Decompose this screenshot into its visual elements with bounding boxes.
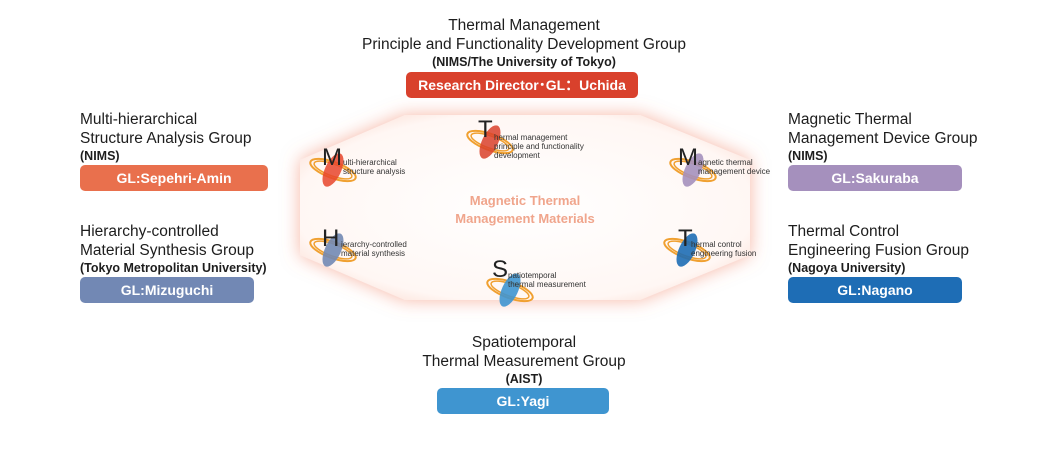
- group-thermal-control: Thermal Control Engineering Fusion Group…: [788, 222, 1018, 276]
- module-t1-text: hermal management principle and function…: [494, 133, 604, 160]
- group-title-line2: Engineering Fusion Group: [788, 242, 969, 259]
- group-title-line2: Thermal Measurement Group: [422, 353, 626, 370]
- hub-label: Magnetic Thermal Management Materials: [395, 192, 655, 228]
- module-h1-letter: H: [322, 225, 340, 252]
- group-title-line1: Thermal Control: [788, 223, 900, 240]
- leader-badge-sepehri-amin: GL:Sepehri-Amin: [80, 165, 268, 191]
- group-title-line1: Hierarchy-controlled: [80, 223, 219, 240]
- module-t1-line1: hermal management: [494, 133, 568, 142]
- group-magnetic-thermal-device: Magnetic Thermal Management Device Group…: [788, 110, 1018, 164]
- module-m1-letter: M: [322, 144, 342, 171]
- group-title-line2: Management Device Group: [788, 130, 978, 147]
- module-m2-line1: agnetic thermal: [698, 158, 753, 167]
- module-t1-line3: development: [494, 151, 540, 160]
- group-multi-hierarchical: Multi-hierarchical Structure Analysis Gr…: [80, 110, 300, 164]
- module-s1-line2: thermal measurement: [508, 280, 586, 289]
- leader-badge-uchida: Research Director･GL：Uchida: [406, 72, 638, 98]
- group-hierarchy-controlled: Hierarchy-controlled Material Synthesis …: [80, 222, 310, 276]
- group-affiliation: (NIMS/The University of Tokyo): [432, 55, 616, 69]
- orbit-icon-h1: [309, 233, 357, 267]
- module-t2-text: hermal control engineering fusion: [691, 240, 791, 258]
- module-m2-text: agnetic thermal management device: [698, 158, 798, 176]
- leader-badge-mizuguchi: GL:Mizuguchi: [80, 277, 254, 303]
- hub-line2: Management Materials: [455, 211, 595, 226]
- orbit-icon-m2: [669, 153, 717, 187]
- module-m2-letter: M: [678, 144, 698, 171]
- module-m1-line2: structure analysis: [343, 167, 406, 176]
- module-m2-line2: management device: [698, 167, 771, 176]
- module-m1-text: ulti-hierarchical structure analysis: [343, 158, 443, 176]
- module-h1-line1: ierarchy-controlled: [341, 240, 407, 249]
- leader-badge-sakuraba: GL:Sakuraba: [788, 165, 962, 191]
- module-m1-line1: ulti-hierarchical: [343, 158, 397, 167]
- group-title-line1: Multi-hierarchical: [80, 111, 198, 128]
- hexagon-shape: [300, 115, 750, 300]
- group-title-line2: Material Synthesis Group: [80, 242, 255, 259]
- module-s1-line1: patiotemporal: [508, 271, 557, 280]
- module-h1-text: ierarchy-controlled material synthesis: [341, 240, 441, 258]
- orbit-icon-t2: [663, 233, 711, 267]
- group-title-line2: Principle and Functionality Development …: [362, 36, 686, 53]
- group-title-line2: Structure Analysis Group: [80, 130, 252, 147]
- orbit-icon-t1: [466, 125, 514, 159]
- module-s1-letter: S: [492, 256, 509, 283]
- group-spatiotemporal: Spatiotemporal Thermal Measurement Group…: [374, 333, 674, 387]
- group-affiliation: (AIST): [505, 372, 543, 386]
- group-affiliation: (NIMS): [788, 149, 828, 163]
- group-affiliation: (Nagoya University): [788, 261, 906, 275]
- module-t2-line1: hermal control: [691, 240, 742, 249]
- module-t2-line2: engineering fusion: [691, 249, 757, 258]
- module-t1-line2: principle and functionality: [494, 142, 584, 151]
- leader-badge-nagano: GL:Nagano: [788, 277, 962, 303]
- group-affiliation: (NIMS): [80, 149, 120, 163]
- group-title-line1: Spatiotemporal: [471, 334, 577, 351]
- module-s1-text: patiotemporal thermal measurement: [508, 271, 608, 289]
- group-thermal-management: Thermal Management Principle and Functio…: [324, 16, 724, 70]
- module-t2-letter: T: [678, 225, 693, 252]
- hub-line1: Magnetic Thermal: [469, 193, 581, 208]
- group-title-line1: Thermal Management: [448, 17, 600, 34]
- leader-badge-yagi: GL:Yagi: [437, 388, 609, 414]
- group-affiliation: (Tokyo Metropolitan University): [80, 261, 267, 275]
- orbit-icon-s1: [486, 273, 534, 307]
- module-t1-letter: T: [478, 116, 493, 143]
- orbit-icon-m1: [309, 153, 357, 187]
- group-title-line1: Magnetic Thermal: [788, 111, 912, 128]
- module-h1-line2: material synthesis: [341, 249, 406, 258]
